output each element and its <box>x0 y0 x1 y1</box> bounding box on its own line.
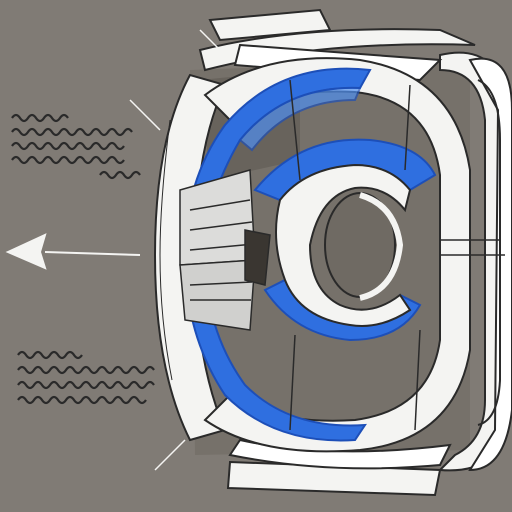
bottom-beam <box>226 438 452 497</box>
upper-annotation-scribble <box>11 113 141 180</box>
arrow-left-icon <box>5 29 231 471</box>
main-ring <box>203 57 471 453</box>
white-c-core <box>275 163 412 327</box>
left-interior-panels <box>179 169 271 331</box>
vertical-struts <box>289 79 505 431</box>
lower-annotation-scribble <box>17 350 155 405</box>
